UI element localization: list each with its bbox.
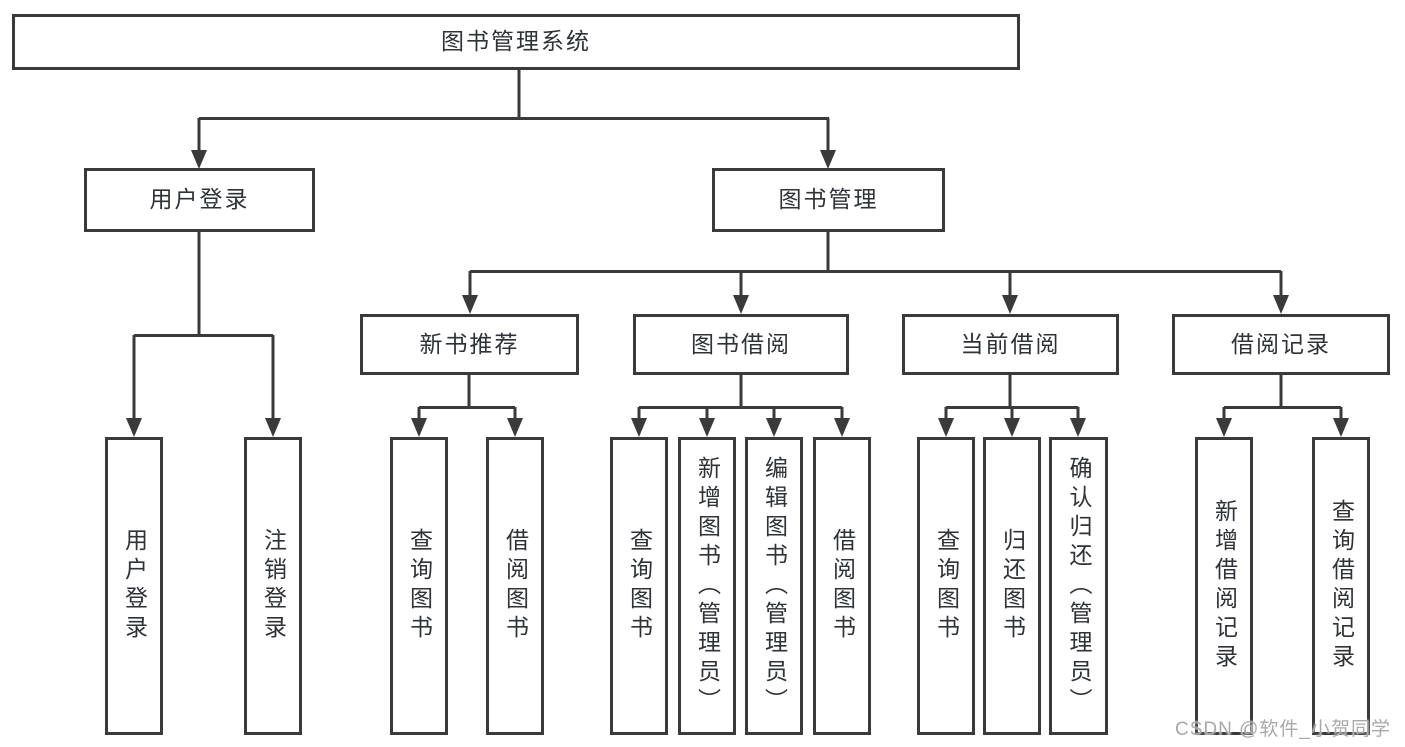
- arrow-down-icon: [820, 150, 836, 169]
- leaf-borrow-books: 借阅图书: [813, 437, 871, 735]
- leaf-user-login: 用户登录: [105, 437, 163, 735]
- connector-line: [417, 407, 421, 419]
- leaf-label: 新增借阅记录: [1211, 499, 1238, 673]
- connector-line: [1279, 375, 1283, 407]
- node-label: 当前借阅: [960, 330, 1061, 357]
- leaf-label: 查询借阅记录: [1328, 499, 1355, 673]
- node-label: 用户登录: [149, 186, 250, 213]
- connector-line: [1339, 407, 1343, 419]
- arrow-down-icon: [1070, 418, 1086, 437]
- arrow-down-icon: [411, 418, 427, 437]
- node-book-borrow: 图书借阅: [633, 314, 849, 375]
- connector-line: [826, 118, 830, 150]
- connector-line: [1279, 271, 1283, 295]
- connector-line: [1224, 406, 1341, 409]
- leaf-logout: 注销登录: [244, 437, 302, 735]
- leaf-query-books-borrow: 查询图书: [610, 437, 668, 735]
- arrow-down-icon: [1333, 418, 1349, 437]
- arrow-down-icon: [766, 418, 782, 437]
- connector-line: [1222, 407, 1226, 419]
- leaf-confirm-return-admin: 确认归还（管理员）: [1049, 437, 1108, 735]
- leaf-label: 注销登录: [260, 528, 287, 644]
- leaf-label: 编辑图书（管理员）: [761, 455, 788, 717]
- connector-line: [826, 232, 830, 271]
- node-new-book-recommend: 新书推荐: [360, 314, 579, 375]
- leaf-add-books-admin: 新增图书（管理员）: [678, 437, 736, 735]
- leaf-edit-books-admin: 编辑图书（管理员）: [745, 437, 803, 735]
- connector-line: [517, 70, 521, 118]
- node-library-management-system: 图书管理系统: [12, 14, 1020, 70]
- connector-line: [419, 406, 515, 409]
- node-current-borrow: 当前借阅: [902, 314, 1119, 375]
- arrow-down-icon: [1004, 418, 1020, 437]
- connector-line: [1010, 407, 1014, 419]
- connector-line: [199, 117, 829, 120]
- connector-line: [944, 407, 948, 419]
- arrow-down-icon: [462, 295, 478, 314]
- connector-line: [1008, 375, 1012, 407]
- node-book-management: 图书管理: [712, 168, 945, 232]
- connector-line: [197, 118, 201, 150]
- arrow-down-icon: [191, 150, 207, 169]
- leaf-borrow-books-recommend: 借阅图书: [486, 437, 544, 735]
- csdn-watermark: CSDN @软件_小贺同学: [1175, 719, 1391, 740]
- connector-line: [840, 407, 844, 419]
- connector-line: [639, 406, 842, 409]
- connector-line: [132, 335, 136, 419]
- connector-line: [739, 271, 743, 295]
- connector-line: [1008, 271, 1012, 295]
- node-label: 图书借阅: [691, 330, 791, 357]
- arrow-down-icon: [265, 418, 281, 437]
- arrow-down-icon: [507, 418, 523, 437]
- connector-line: [705, 407, 709, 419]
- arrow-down-icon: [1216, 418, 1232, 437]
- leaf-label: 借阅图书: [829, 528, 856, 644]
- arrow-down-icon: [938, 418, 954, 437]
- node-label: 借阅记录: [1231, 330, 1331, 357]
- leaf-return-books: 归还图书: [983, 437, 1041, 735]
- connector-line: [739, 375, 743, 407]
- leaf-label: 确认归还（管理员）: [1066, 455, 1092, 717]
- leaf-add-borrow-record: 新增借阅记录: [1195, 437, 1253, 735]
- connector-line: [271, 335, 275, 419]
- leaf-label: 查询图书: [933, 528, 960, 644]
- leaf-query-books-current: 查询图书: [917, 437, 975, 735]
- connector-line: [470, 270, 1281, 273]
- arrow-down-icon: [699, 418, 715, 437]
- leaf-query-books-recommend: 查询图书: [390, 437, 448, 735]
- connector-line: [197, 232, 201, 335]
- node-label: 新书推荐: [419, 330, 520, 357]
- node-label: 图书管理系统: [441, 28, 591, 55]
- leaf-label: 用户登录: [121, 528, 148, 644]
- arrow-down-icon: [1273, 295, 1289, 314]
- node-user-login: 用户登录: [84, 168, 315, 232]
- arrow-down-icon: [631, 418, 647, 437]
- connector-line: [637, 407, 641, 419]
- connector-line: [134, 334, 273, 337]
- leaf-label: 查询图书: [406, 528, 433, 644]
- connector-line: [1076, 407, 1080, 419]
- leaf-label: 借阅图书: [502, 528, 529, 644]
- arrow-down-icon: [126, 418, 142, 437]
- arrow-down-icon: [1002, 295, 1018, 314]
- arrow-down-icon: [834, 418, 850, 437]
- leaf-label: 新增图书（管理员）: [694, 455, 721, 717]
- leaf-label: 归还图书: [999, 528, 1026, 644]
- connector-line: [772, 407, 776, 419]
- node-borrow-record: 借阅记录: [1172, 314, 1390, 375]
- node-label: 图书管理: [778, 186, 879, 213]
- leaf-query-borrow-record: 查询借阅记录: [1312, 437, 1370, 735]
- connector-line: [513, 407, 517, 419]
- connector-line: [467, 375, 471, 407]
- arrow-down-icon: [733, 295, 749, 314]
- connector-line: [468, 271, 472, 295]
- leaf-label: 查询图书: [626, 528, 653, 644]
